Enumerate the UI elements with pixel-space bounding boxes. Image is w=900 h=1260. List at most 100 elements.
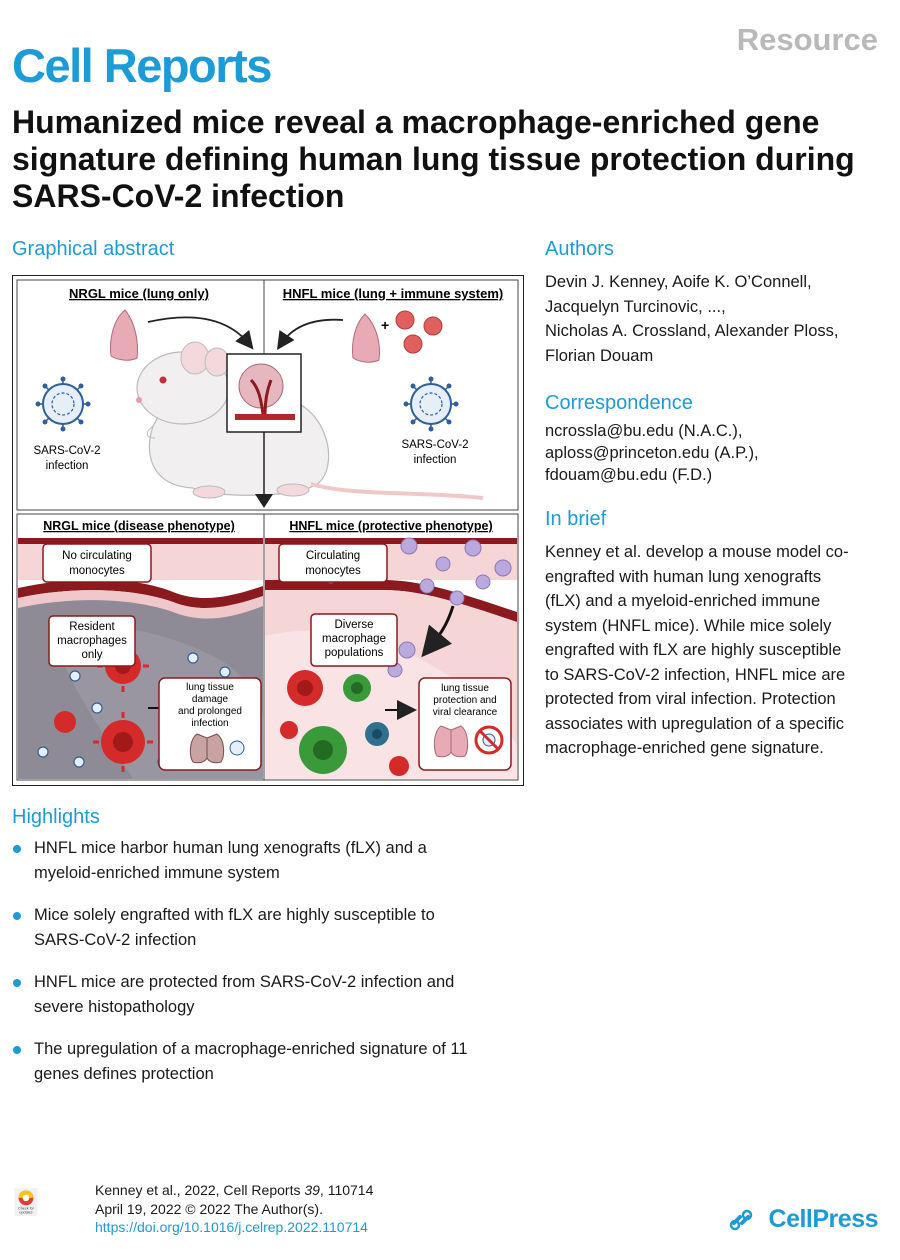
highlight-item: The upregulation of a macrophage-enriche… [12, 1037, 532, 1086]
left-box2-line2: macrophages [57, 635, 127, 647]
article-title: Humanized mice reveal a macrophage-enric… [12, 104, 855, 214]
virus-label-left-2: infection [46, 460, 89, 472]
in-brief-line: engrafted with fLX are highly susceptibl… [545, 641, 842, 659]
right-box1-line2: monocytes [305, 565, 361, 577]
left-box3-line2: damage [192, 694, 229, 705]
right-box3-line2: protection and [433, 695, 496, 706]
lung-xenograft-right-icon [352, 313, 380, 363]
highlight-line: SARS-CoV-2 infection [34, 930, 197, 949]
authors-line: Devin J. Kenney, Aoife K. O’Connell, [545, 273, 812, 291]
citation-prefix: Kenney et al., 2022, Cell Reports [95, 1182, 305, 1198]
diverse-macrophages-icon [280, 670, 409, 776]
down-arrow-icon [255, 494, 273, 508]
crossmark-text: updates [19, 1211, 32, 1215]
correspondence-email[interactable]: fdouam@bu.edu (F.D.) [545, 466, 713, 484]
graphical-abstract-heading: Graphical abstract [12, 238, 175, 260]
correspondence-email[interactable]: ncrossla@bu.edu (N.A.C.), [545, 422, 743, 440]
bottom-left-title: NRGL mice (disease phenotype) [43, 519, 235, 533]
left-box3-line3: and prolonged [178, 706, 242, 717]
journal-name: Cell Reports [12, 39, 272, 92]
plus-sign: + [381, 317, 389, 333]
authors-list: Devin J. Kenney, Aoife K. O’Connell, Jac… [545, 270, 890, 368]
citation-suffix: , 110714 [319, 1182, 374, 1198]
publisher-logo: CellPress [768, 1205, 879, 1233]
in-brief-line: to SARS-CoV-2 infection, HNFL mice are [545, 665, 846, 684]
arrow-right-engraft [277, 318, 344, 350]
in-brief-heading: In brief [545, 508, 607, 530]
top-right-title: HNFL mice (lung + immune system) [283, 286, 503, 301]
crossmark-text: Check for [18, 1206, 35, 1210]
in-brief-line: (fLX) and a myeloid-enriched immune [545, 592, 821, 610]
highlights-list: HNFL mice harbor human lung xenografts (… [12, 836, 532, 1104]
highlight-item: HNFL mice harbor human lung xenografts (… [12, 836, 532, 885]
highlight-line: HNFL mice harbor human lung xenografts (… [34, 839, 427, 857]
sars-cov-2-virus-right-icon [403, 376, 459, 432]
virus-label-left-1: SARS-CoV-2 [33, 445, 100, 457]
right-box2-line3: populations [325, 647, 384, 659]
correspondence-list: ncrossla@bu.edu (N.A.C.), aploss@princet… [545, 420, 890, 486]
damaged-lung-icon [189, 733, 245, 764]
healthy-lung-icon [433, 725, 469, 758]
authors-line: Florian Douam [545, 346, 654, 365]
in-brief-line: protected from viral infection. Protecti… [545, 690, 836, 708]
in-brief-text: Kenney et al. develop a mouse model co- … [545, 540, 890, 761]
bottom-right-panel: HNFL mice (protective phenotype) [263, 513, 519, 781]
in-brief-line: macrophage-enriched gene signature. [545, 739, 824, 757]
left-box3-line1: lung tissue [186, 682, 234, 693]
virus-label-right-1: SARS-CoV-2 [401, 439, 468, 451]
highlight-item: HNFL mice are protected from SARS-CoV-2 … [12, 970, 532, 1019]
citation-volume: 39 [304, 1182, 320, 1198]
in-brief-line: system (HNFL mice). While mice solely [545, 616, 832, 635]
doi-link[interactable]: https://doi.org/10.1016/j.celrep.2022.11… [95, 1219, 368, 1235]
left-box1-line1: No circulating [62, 550, 132, 562]
in-brief-line: associates with upregulation of a specif… [545, 714, 844, 733]
left-box3-line4: infection [191, 718, 228, 729]
bullet-icon [13, 845, 21, 853]
highlight-line: genes defines protection [34, 1064, 214, 1083]
crossmark-icon[interactable]: Check for updates [12, 1188, 40, 1216]
left-box2-line1: Resident [69, 621, 115, 633]
in-brief-line: engrafted with human lung xenografts [545, 567, 822, 586]
authors-heading: Authors [545, 238, 614, 260]
bullet-icon [13, 979, 21, 987]
label-box-diverse-macrophages [310, 613, 398, 667]
graphical-abstract-figure: NRGL mice (lung only) HNFL mice (lung + … [16, 279, 519, 781]
no-virus-icon [474, 725, 504, 755]
bullet-icon [13, 1046, 21, 1054]
immune-cells-icon [395, 310, 443, 354]
bottom-right-title: HNFL mice (protective phenotype) [289, 519, 492, 533]
right-box3-line3: viral clearance [433, 707, 498, 718]
virus-label-right-2: infection [414, 454, 457, 466]
highlight-line: myeloid-enriched immune system [34, 863, 280, 882]
arrow-left-engraft [147, 316, 254, 350]
right-box2-line1: Diverse [335, 619, 374, 631]
highlights-heading: Highlights [12, 806, 100, 828]
bullet-icon [13, 912, 21, 920]
lung-xenograft-left-icon [110, 309, 138, 361]
highlight-item: Mice solely engrafted with fLX are highl… [12, 903, 532, 952]
highlight-line: The upregulation of a macrophage-enriche… [34, 1040, 468, 1058]
authors-line: Jacquelyn Turcinovic, ..., [545, 297, 726, 316]
label-box-no-monocytes [42, 543, 152, 583]
highlight-line: severe histopathology [34, 997, 195, 1016]
top-left-title: NRGL mice (lung only) [69, 286, 209, 301]
highlight-line: HNFL mice are protected from SARS-CoV-2 … [34, 973, 455, 991]
label-box-resident-macrophages [48, 615, 136, 667]
label-box-circulating-monocytes [278, 543, 388, 583]
lung-graft-zoom-box [226, 353, 302, 433]
in-brief-line: Kenney et al. develop a mouse model co- [545, 543, 849, 561]
article-type: Resource [736, 22, 878, 57]
left-box1-line2: monocytes [69, 565, 125, 577]
highlight-line: Mice solely engrafted with fLX are highl… [34, 906, 435, 924]
date-line: April 19, 2022 © 2022 The Author(s). [95, 1200, 323, 1217]
citation-line: Kenney et al., 2022, Cell Reports 39, 11… [95, 1181, 373, 1200]
right-box2-line2: macrophage [322, 633, 386, 645]
right-box1-line1: Circulating [306, 550, 360, 562]
graphical-abstract: NRGL mice (lung only) HNFL mice (lung + … [12, 275, 524, 786]
humanized-mouse-illustration [136, 341, 484, 500]
left-box2-line3: only [81, 649, 102, 661]
correspondence-email[interactable]: aploss@princeton.edu (A.P.), [545, 444, 759, 462]
correspondence-heading: Correspondence [545, 392, 693, 414]
sars-cov-2-virus-left-icon [35, 376, 91, 432]
authors-line: Nicholas A. Crossland, Alexander Ploss, [545, 322, 839, 340]
